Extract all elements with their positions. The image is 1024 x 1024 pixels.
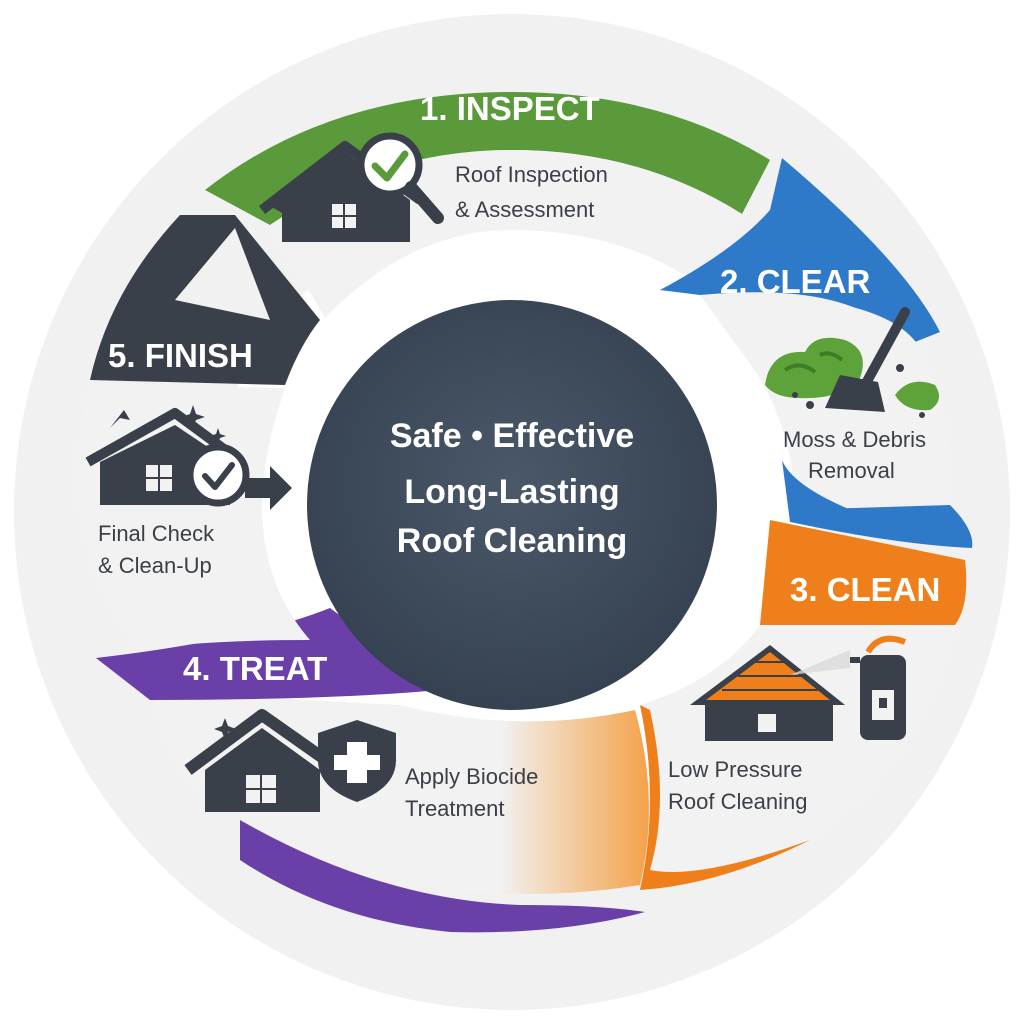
step-desc-treat-2: Treatment bbox=[405, 796, 504, 821]
clean-band-lower bbox=[640, 705, 810, 890]
step-title-clear: 2. CLEAR bbox=[720, 263, 871, 300]
step-desc-finish-1: Final Check bbox=[98, 521, 215, 546]
house-magnifier-check-icon bbox=[258, 132, 444, 242]
center-line-2: Long-Lasting bbox=[404, 473, 619, 511]
pressure-washer-house-icon bbox=[690, 635, 907, 741]
house-shield-plus-icon bbox=[184, 709, 396, 812]
center-circle bbox=[307, 300, 717, 710]
finish-arrow bbox=[245, 466, 292, 510]
step-desc-clean-1: Low Pressure bbox=[668, 757, 803, 782]
step-desc-inspect-1: Roof Inspection bbox=[455, 162, 608, 187]
clean-band bbox=[760, 520, 967, 625]
clear-band bbox=[660, 158, 940, 346]
inspect-band bbox=[205, 92, 770, 225]
step-title-treat: 4. TREAT bbox=[183, 650, 327, 687]
center-line-3: Roof Cleaning bbox=[397, 522, 627, 560]
step-desc-clean-2: Roof Cleaning bbox=[668, 789, 807, 814]
step-title-clean: 3. CLEAN bbox=[790, 571, 940, 608]
step-desc-treat-1: Apply Biocide bbox=[405, 764, 538, 789]
step-title-inspect: 1. INSPECT bbox=[420, 90, 600, 127]
step-desc-finish-2: & Clean-Up bbox=[98, 553, 212, 578]
clear-band-bottom bbox=[782, 460, 972, 548]
step-title-finish: 5. FINISH bbox=[108, 337, 253, 374]
treat-band-bottom bbox=[240, 820, 645, 933]
finish-roof-cutout bbox=[175, 228, 270, 320]
step-desc-clear-2: Removal bbox=[808, 458, 895, 483]
step-desc-inspect-2: & Assessment bbox=[455, 197, 594, 222]
step-desc-clear-1: Moss & Debris bbox=[783, 427, 926, 452]
house-check-sparkle-icon bbox=[85, 405, 250, 507]
moss-broom-icon bbox=[765, 307, 939, 418]
center-line-1: Safe • Effective bbox=[390, 417, 634, 455]
